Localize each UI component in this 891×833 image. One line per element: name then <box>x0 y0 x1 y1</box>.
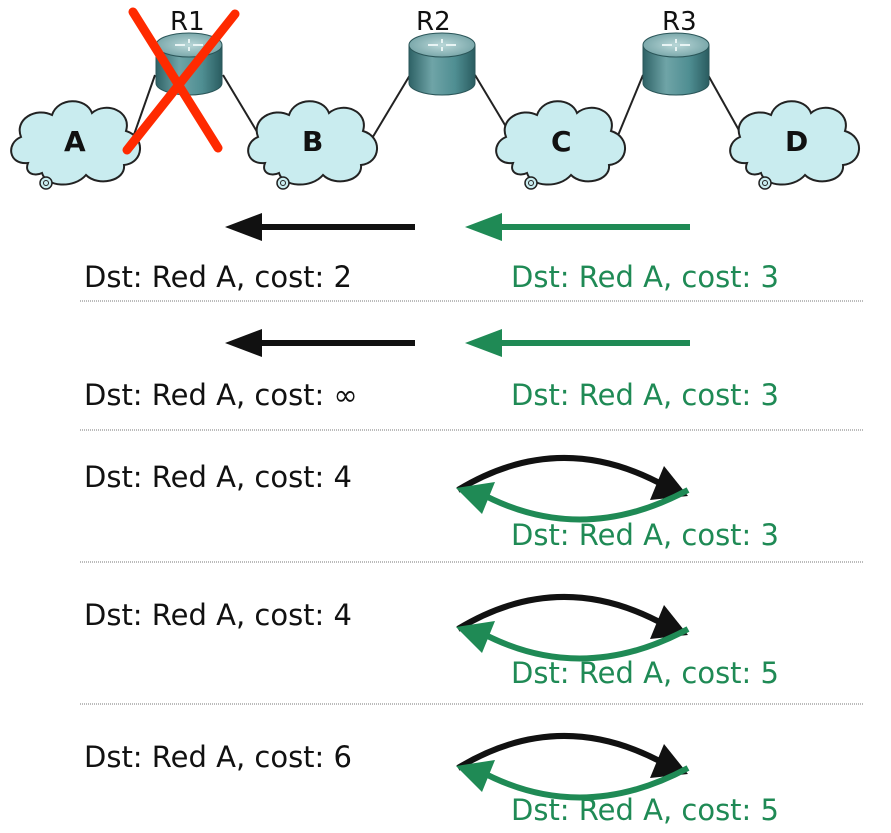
network-label-d: D <box>785 125 809 158</box>
network-cloud-c <box>495 100 626 190</box>
routers <box>155 32 710 96</box>
step-1-r3-update: Dst: Red A, cost: 3 <box>511 260 779 294</box>
step-1-r2-update: Dst: Red A, cost: 2 <box>84 260 352 294</box>
router-icon-r3 <box>642 32 710 96</box>
step-3-r2-update: Dst: Red A, cost: 4 <box>84 460 352 494</box>
network-cloud-a <box>10 100 141 190</box>
network-label-a: A <box>64 125 86 158</box>
router-label-r2: R2 <box>416 7 451 37</box>
green-arrow-left-2 <box>465 329 690 357</box>
network-cloud-b <box>247 100 378 190</box>
update-arrows-curved <box>456 455 690 801</box>
router-failure-cross <box>122 7 240 155</box>
network-label-b: B <box>302 125 324 158</box>
step-5-r2-update: Dst: Red A, cost: 6 <box>84 740 352 774</box>
network-cloud-d <box>729 100 860 190</box>
step-3-r3-update: Dst: Red A, cost: 3 <box>511 518 779 552</box>
router-icon-r2 <box>408 32 476 96</box>
step-2-r3-update: Dst: Red A, cost: 3 <box>511 378 779 412</box>
router-label-r1: R1 <box>170 7 205 37</box>
step-4-r2-update: Dst: Red A, cost: 4 <box>84 598 352 632</box>
black-arrow-left-2 <box>225 329 415 357</box>
router-label-r3: R3 <box>662 7 697 37</box>
exchange-arrows-4 <box>456 594 690 662</box>
network-clouds <box>10 100 860 190</box>
step-4-r3-update: Dst: Red A, cost: 5 <box>511 656 779 690</box>
green-arrow-left-1 <box>465 213 690 241</box>
step-separators <box>80 300 864 705</box>
update-arrows-straight <box>225 213 690 357</box>
step-5-r3-update: Dst: Red A, cost: 5 <box>511 793 779 827</box>
exchange-arrows-5 <box>456 733 690 801</box>
exchange-arrows-3 <box>456 455 690 523</box>
network-label-c: C <box>551 125 572 158</box>
step-2-r2-update: Dst: Red A, cost: ∞ <box>84 378 358 412</box>
black-arrow-left-1 <box>225 213 415 241</box>
